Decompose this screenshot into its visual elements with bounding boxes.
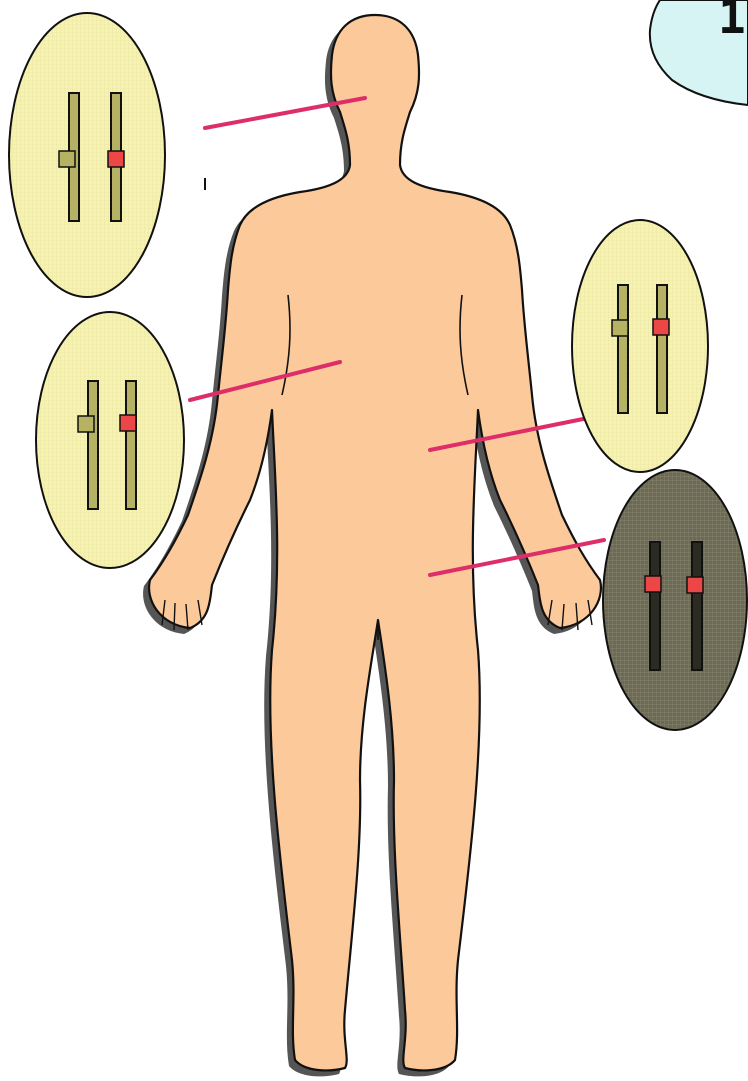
gauge-lower-body-slider-left-knob (645, 576, 661, 592)
gauge-lower-body-slider-left-track (650, 542, 660, 670)
gauge-chest-slider-right-knob (120, 415, 136, 431)
gauge-chest-slider-right-track (126, 381, 136, 509)
body-outline (149, 15, 601, 1070)
gauge-abdomen (572, 220, 708, 472)
gauge-head-bubble (9, 13, 165, 297)
gauge-chest (36, 312, 184, 568)
gauge-chest-slider-left-knob (78, 416, 94, 432)
gauge-lower-body-slider-right-knob (687, 577, 703, 593)
gauge-head-slider-right-knob (108, 151, 124, 167)
human-body-figure (143, 15, 601, 1076)
gauge-abdomen-slider-left-knob (612, 320, 628, 336)
gauge-chest-bubble (36, 312, 184, 568)
gauge-lower-body-bubble (603, 470, 747, 730)
gauge-chest-slider-left-track (88, 381, 98, 509)
gauge-abdomen-slider-right-knob (653, 319, 669, 335)
gauge-head (9, 13, 165, 297)
gauge-abdomen-bubble (572, 220, 708, 472)
gauge-abdomen-slider-right-track (657, 285, 667, 413)
gauge-lower-body-slider-right-track (692, 542, 702, 670)
gauge-head-slider-left-knob (59, 151, 75, 167)
gauge-abdomen-slider-left-track (618, 285, 628, 413)
gauge-lower-body (603, 470, 747, 730)
corner-bubble-text: 1 (718, 0, 746, 40)
